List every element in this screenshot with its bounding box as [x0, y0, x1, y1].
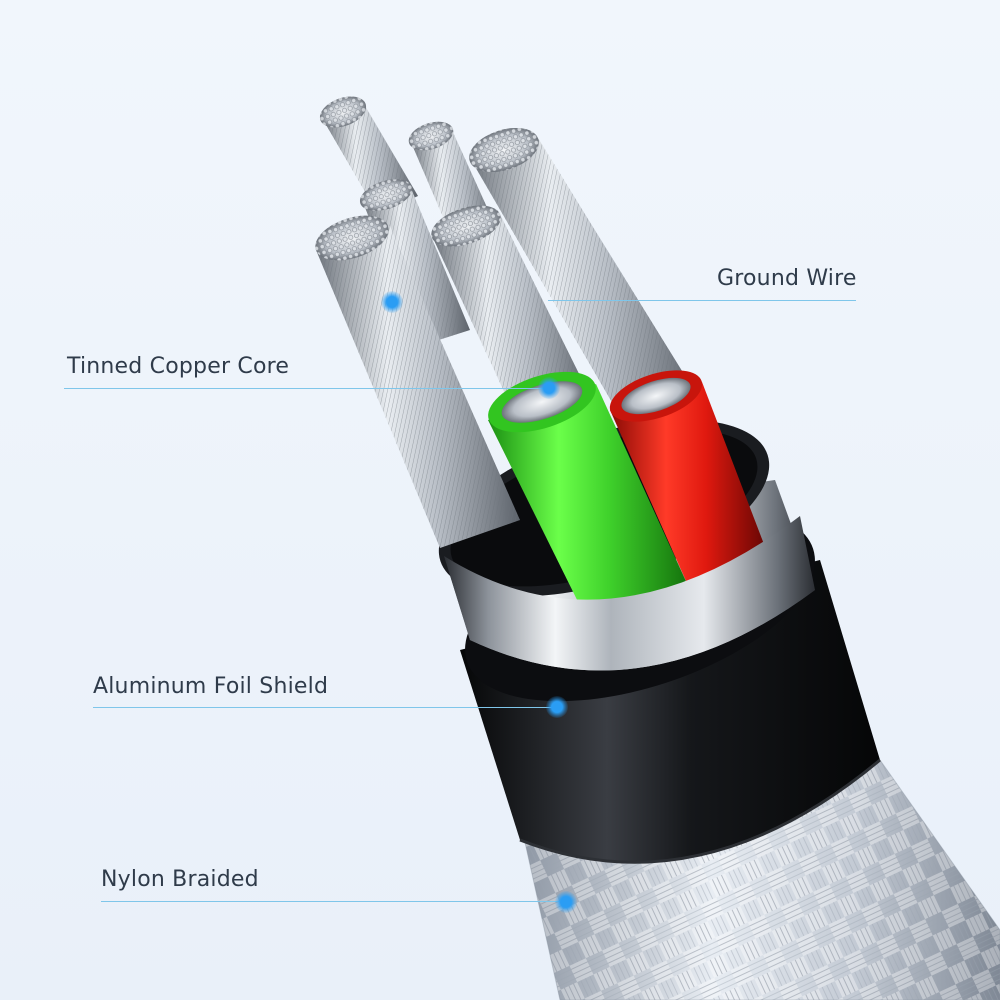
- callout-dot-icon: [538, 377, 560, 399]
- aluminum-foil-shield-label: Aluminum Foil Shield: [93, 674, 329, 699]
- callout-dot-icon: [555, 891, 577, 913]
- tinned-copper-core-line: [64, 388, 550, 389]
- foil-shield-front: [444, 516, 815, 671]
- callout-dot-icon: [381, 291, 403, 313]
- tinned-copper-core-label: Tinned Copper Core: [67, 354, 290, 379]
- nylon-braided-line: [101, 901, 565, 902]
- ground-wire-label: Ground Wire: [717, 266, 857, 291]
- tinned-copper-core-strand: [315, 215, 520, 548]
- nylon-braided-label: Nylon Braided: [101, 867, 259, 892]
- aluminum-foil-shield-line: [93, 707, 557, 708]
- red-insulated-wire: [609, 370, 770, 590]
- callout-dot-icon: [546, 696, 568, 718]
- bare-strand-small: [359, 179, 470, 346]
- ground-wire-line: [548, 300, 856, 301]
- green-insulated-wire: [488, 371, 690, 626]
- ground-wire-strand: [469, 127, 700, 430]
